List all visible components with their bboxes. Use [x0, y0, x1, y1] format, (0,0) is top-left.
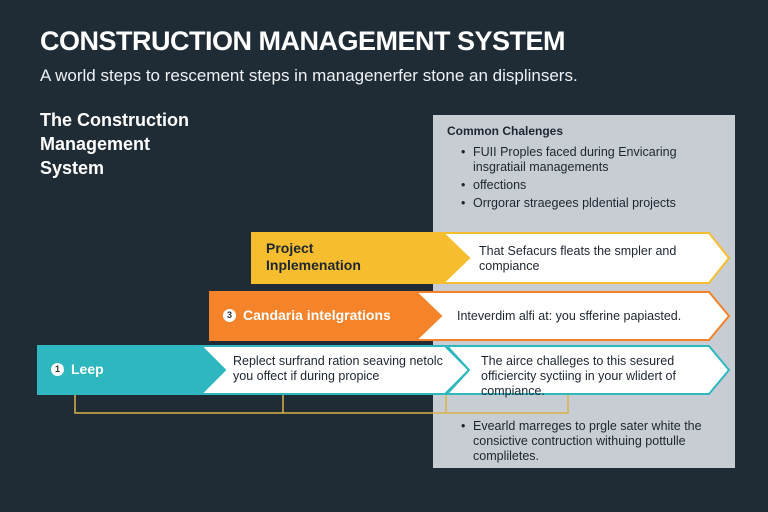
page-title: CONSTRUCTION MANAGEMENT SYSTEM [40, 26, 566, 56]
page-subtitle: A world steps to rescement steps in mana… [40, 66, 578, 85]
bottom-note-text: Evearld marreges to prgle sater white th… [473, 419, 702, 463]
panel-bottom-note: Evearld marreges to prgle sater white th… [447, 419, 719, 464]
challenge-item: offections [447, 178, 719, 193]
step-arrow-shape [37, 345, 731, 395]
challenge-list: FUII Proples faced during Envicaring ins… [447, 145, 719, 214]
panel-title: Common Chalenges [447, 124, 564, 138]
challenge-item: Orrgorar straegees pldential projects [447, 196, 719, 211]
step-badge: 3 [223, 309, 236, 322]
step-arrow-shape [251, 232, 731, 284]
step-description: The airce challeges to this sesured offi… [481, 354, 676, 398]
step-label: Leep [71, 361, 104, 377]
step-description: Inteverdim alfi at: you sfferine papiast… [457, 309, 682, 323]
step-project-implementation: Project Inplemenation That Sefacurs flea… [251, 232, 731, 284]
step-badge: 1 [51, 363, 64, 376]
step-arrow-shape [209, 291, 731, 341]
step-candaria-integrations: 3 Candaria intelgrations Inteverdim alfi… [209, 291, 731, 341]
step-leep: 1 Leep Replect surfrand ration seaving n… [37, 345, 731, 398]
step-side-description: Replect surfrand ration seaving netolc y… [233, 354, 443, 383]
side-heading: The Construction Management System [40, 110, 189, 178]
step-label: Candaria intelgrations [243, 307, 391, 323]
step-label: Project Inplemenation [266, 240, 361, 273]
step-description: That Sefacurs fleats the smpler and comp… [479, 244, 677, 273]
challenge-item: FUII Proples faced during Envicaring ins… [447, 145, 719, 175]
